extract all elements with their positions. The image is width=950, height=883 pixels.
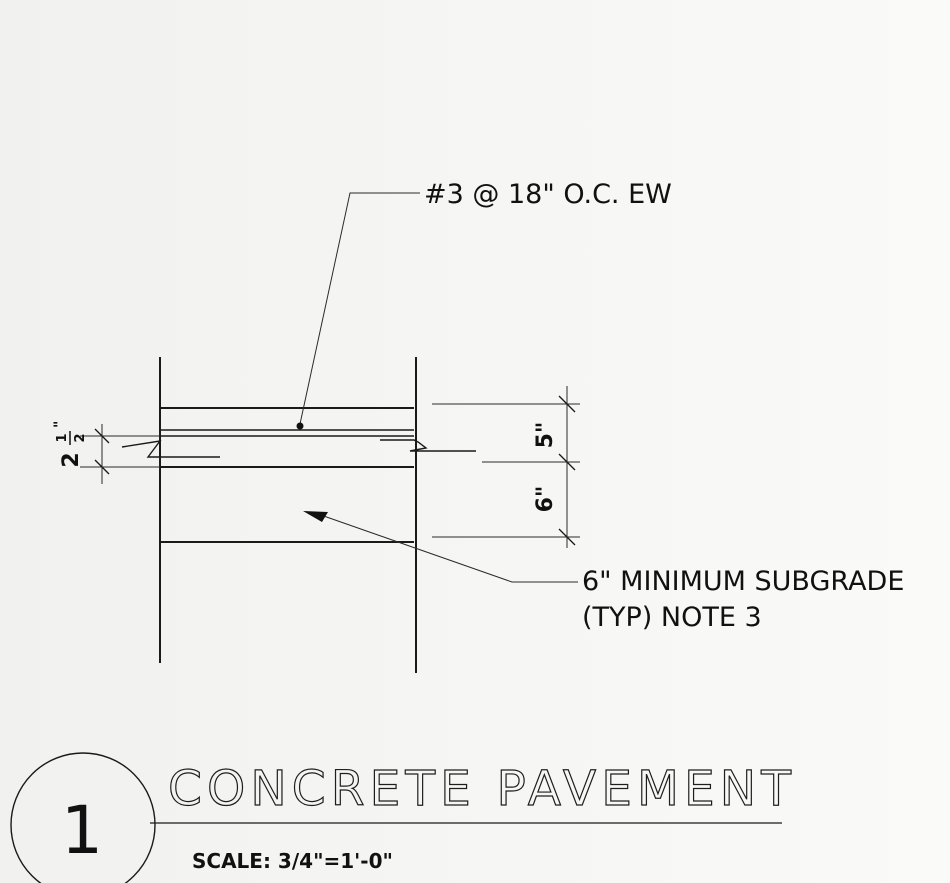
- dim-slab-thickness: 5": [533, 422, 558, 449]
- left-break-line: [121, 440, 220, 458]
- cover-tick-bottom: [94, 459, 110, 475]
- detail-scale: SCALE: 3/4"=1'-0": [192, 849, 393, 873]
- dim-tick-mid: [558, 453, 576, 471]
- subgrade-leader-line: [317, 513, 578, 583]
- dim-subgrade-thickness: 6": [533, 486, 558, 513]
- rebar-dot: [296, 422, 304, 430]
- svg-text:2: 2: [59, 452, 84, 467]
- right-break-line: [380, 439, 476, 452]
- rebar-callout: #3 @ 18" O.C. EW: [424, 179, 672, 210]
- dim-tick-top: [558, 395, 576, 413]
- rebar-leader-line: [299, 192, 420, 425]
- cover-tick-top: [94, 428, 110, 444]
- svg-text:1: 1: [55, 433, 70, 442]
- subgrade-callout-line1: 6" MINIMUM SUBGRADE: [582, 566, 904, 597]
- detail-number: 1: [61, 792, 103, 869]
- dim-tick-bottom: [558, 528, 576, 546]
- svg-text:2: 2: [73, 433, 88, 442]
- subgrade-callout-line2: (TYP) NOTE 3: [582, 602, 762, 633]
- dim-rebar-cover: 2 1 2 ": [52, 421, 88, 468]
- svg-text:": ": [52, 421, 68, 428]
- detail-number-bubble: [10, 752, 156, 883]
- subgrade-arrowhead: [303, 511, 328, 522]
- detail-title: CONCRETE PAVEMENT: [168, 761, 796, 817]
